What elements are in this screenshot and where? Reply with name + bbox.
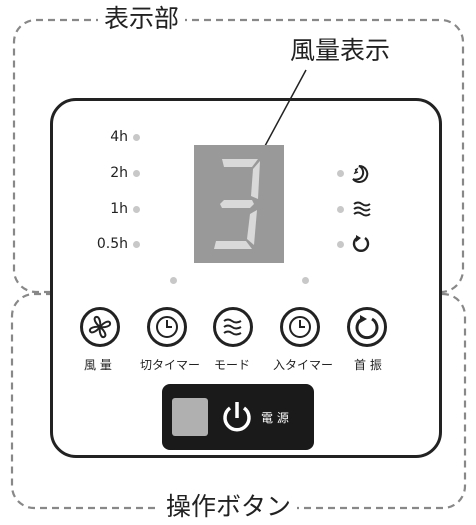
timer-label-0-5h: 0.5h [96, 236, 128, 252]
timer-label-4h: 4h [110, 129, 128, 145]
power-status-square [172, 398, 208, 436]
clock-icon [289, 316, 311, 338]
segment-lower-right [247, 210, 257, 245]
oscillation-icon [355, 315, 379, 340]
power-label: 電 源 [261, 411, 289, 425]
segment-bottom [214, 241, 252, 249]
mode-button[interactable] [213, 307, 253, 347]
night-mode-icon [352, 164, 369, 183]
timer-indicator-4h [133, 134, 140, 141]
operation-buttons-label: 操作ボタン [160, 492, 298, 522]
mode-indicator-rhythm [337, 206, 344, 213]
oscillation-button[interactable] [347, 307, 387, 347]
display-section-label: 表示部 [98, 4, 186, 34]
fan-speed-button[interactable] [80, 307, 120, 347]
oscillation-label: 首 振 [354, 358, 382, 372]
on-timer-label: 入タイマー [273, 358, 334, 372]
wind-icon [223, 318, 242, 336]
segment-upper-right [251, 161, 260, 199]
timer-label-1h: 1h [110, 201, 128, 217]
timer-indicator-2h [133, 170, 140, 177]
segment-top [222, 159, 258, 167]
fan-status-dot [170, 277, 177, 284]
segment-middle [220, 200, 254, 208]
timer-status-dot [302, 277, 309, 284]
mode-indicator-night [337, 170, 344, 177]
timer-indicator-1h [133, 206, 140, 213]
fan-level-digit-display [194, 145, 284, 263]
fan-level-display-label: 風量表示 [290, 36, 391, 65]
fan-speed-label: 風 量 [84, 358, 112, 372]
off-timer-label: 切タイマー [140, 358, 201, 372]
rhythm-wind-icon [353, 201, 371, 217]
off-timer-button[interactable] [147, 307, 187, 347]
on-timer-button[interactable] [280, 307, 320, 347]
timer-label-2h: 2h [110, 165, 128, 181]
mode-label: モード [214, 358, 251, 372]
power-button[interactable]: 電 源 [162, 384, 314, 450]
timer-indicator-0-5h [133, 241, 140, 248]
mode-indicator-oscillation [337, 241, 344, 248]
oscillation-icon [352, 235, 370, 252]
clock-icon [156, 316, 178, 338]
power-icon [223, 402, 251, 432]
fan-icon [88, 315, 112, 339]
